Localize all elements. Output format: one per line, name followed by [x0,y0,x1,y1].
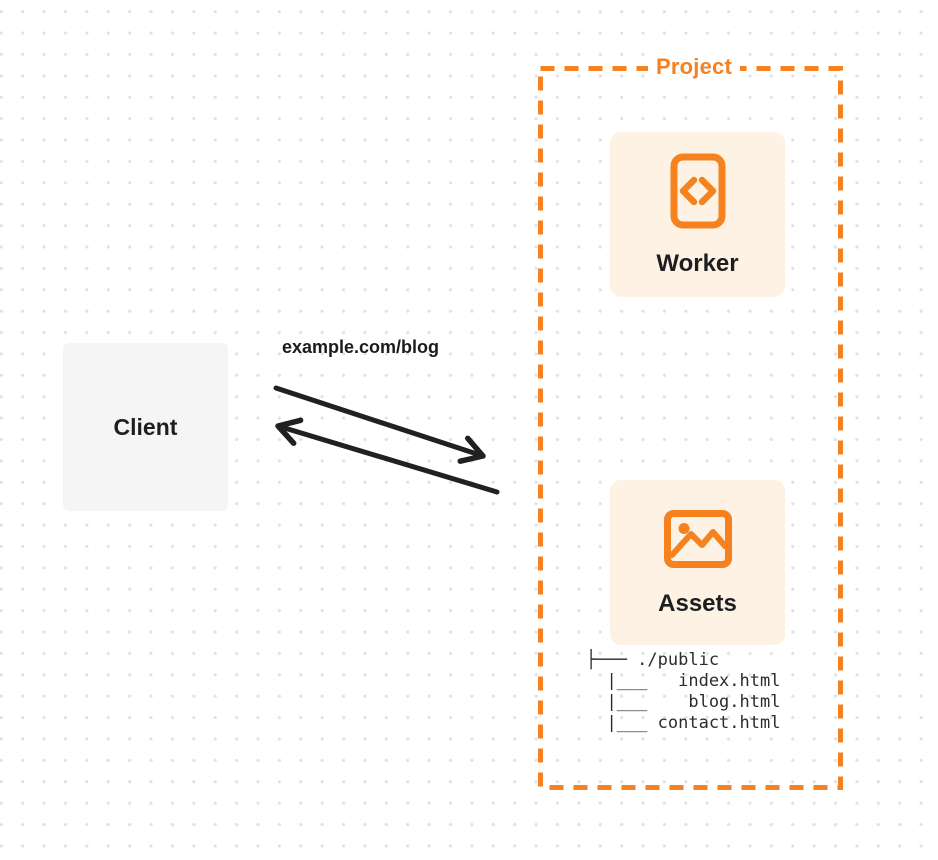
assets-file-tree: ├─── ./public |___ index.html |___ blog.… [586,650,780,734]
image-icon [663,509,732,568]
file-tree-line-index: |___ index.html [586,671,781,691]
file-tree-line-public: ├─── ./public [586,650,720,670]
response-arrow [275,417,500,495]
file-tree-line-blog: |___ blog.html [586,692,781,712]
client-node: Client [63,343,228,511]
assets-label: Assets [658,589,737,617]
project-label: Project [648,53,740,81]
request-url-label: example.com/blog [282,337,440,357]
worker-node: Worker [610,132,785,297]
file-tree-line-contact: |___ contact.html [586,713,781,733]
worker-label: Worker [656,250,739,277]
assets-node: Assets [610,480,785,645]
client-label: Client [113,413,178,440]
code-document-icon [670,153,725,229]
request-arrow [273,385,486,464]
